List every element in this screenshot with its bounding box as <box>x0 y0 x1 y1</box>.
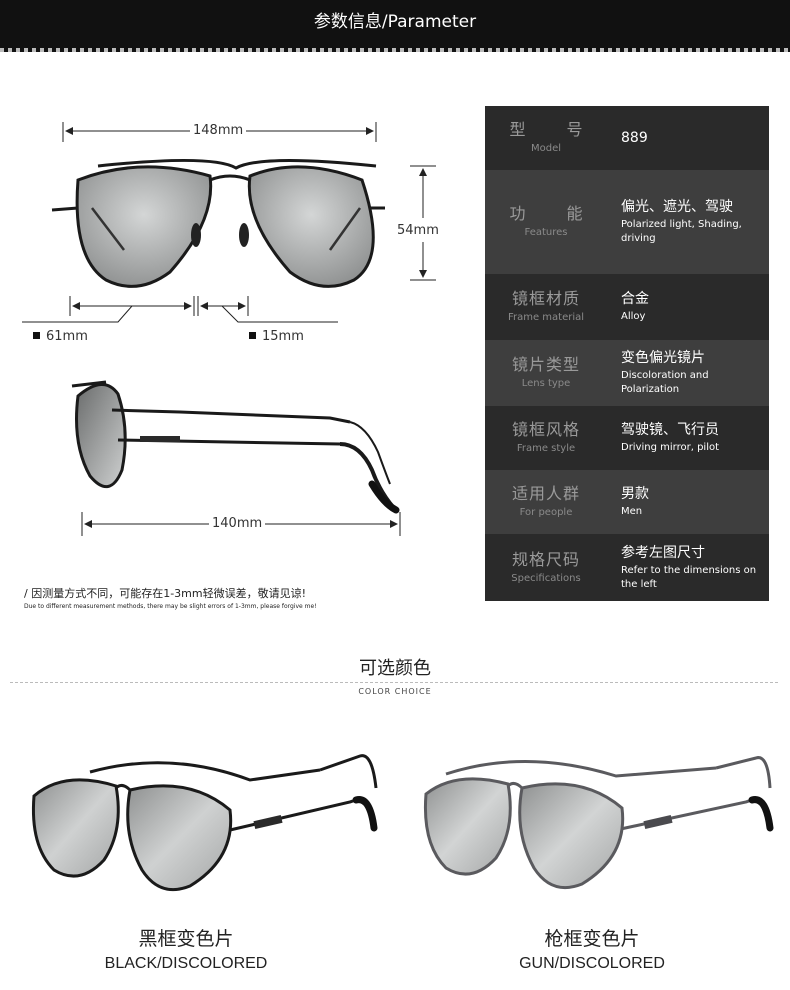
spec-label-en: Lens type <box>521 378 571 389</box>
spec-value-en: Polarized light, Shading, driving <box>621 219 742 244</box>
spec-value: 偏光、遮光、驾驶 <box>621 199 733 215</box>
spec-row-model: 型 号 Model 889 <box>485 106 769 170</box>
spec-row-lens-type: 镜片类型 Lens type 变色偏光镜片 Discoloration and Po… <box>485 340 769 406</box>
spec-row-for-people: 适用人群 For people 男款 Men <box>485 470 769 534</box>
spec-label-cn: 型 号 <box>509 120 601 139</box>
spec-value-en: Refer to the dimensions on the left <box>621 564 757 590</box>
spec-label-cn: 镜框材质 <box>511 289 580 308</box>
bullet-square-icon <box>33 332 40 339</box>
spec-value: 参考左图尺寸 <box>621 544 705 561</box>
side-view-glasses <box>71 380 400 514</box>
temple-label: 140mm <box>209 516 266 532</box>
bridge-leader <box>221 305 338 323</box>
lens-width-value: 61mm <box>46 329 88 344</box>
spec-label-en: Frame material <box>507 312 585 323</box>
spec-value-en: Driving mirror, pilot <box>621 442 720 453</box>
width-label: 148mm <box>190 123 247 139</box>
spec-label-en: Specifications <box>511 572 581 584</box>
color-choice-divider <box>10 682 778 683</box>
spec-value: 合金 <box>621 291 649 307</box>
spec-row-specifications: 规格尺码 Specifications 参考左图尺寸 Refer to the di… <box>485 534 769 601</box>
spec-value: 889 <box>621 130 648 146</box>
spec-value: 变色偏光镜片 <box>621 350 705 366</box>
spec-label-en: Features <box>524 227 568 238</box>
spec-table: 型 号 Model 889 功 能 Features 偏光、遮光、驾驶 Polariz… <box>485 106 769 601</box>
gun-glasses-icon <box>423 756 774 889</box>
color-choice-title: 可选颜色 <box>359 658 431 679</box>
variant-gun-label-en: GUN/DISCOLORED <box>519 955 665 972</box>
spec-value: 男款 <box>621 486 649 502</box>
bullet-square-icon <box>249 332 256 339</box>
bridge-value: 15mm <box>262 329 304 344</box>
glasses-dimension-svg <box>22 122 436 536</box>
spec-label-cn: 镜框风格 <box>511 420 580 439</box>
variant-gun-image[interactable] <box>416 730 776 900</box>
spec-label-cn: 规格尺码 <box>511 549 580 569</box>
front-view-glasses <box>51 159 385 288</box>
spec-label-en: Model <box>530 143 562 154</box>
spec-label-cn: 适用人群 <box>511 484 580 503</box>
variant-black-label-cn: 黑框变色片 <box>138 928 234 950</box>
spec-value-en: Men <box>621 506 643 517</box>
bridge-label: 15mm <box>246 329 307 345</box>
spec-value: 驾驶镜、飞行员 <box>621 422 719 438</box>
spec-label-en: For people <box>519 507 573 518</box>
dimension-drawing: 148mm 54mm 61mm 15mm 140mm <box>0 100 470 540</box>
variant-black-image[interactable] <box>20 730 380 900</box>
spec-row-frame-style: 镜框风格 Frame style 驾驶镜、飞行员 Driving mirror, p… <box>485 406 769 470</box>
lens-leader <box>22 305 133 323</box>
color-choice-subtitle: COLOR CHOICE <box>358 687 432 696</box>
lens-width-label: 61mm <box>30 329 91 345</box>
black-glasses-icon <box>31 754 378 891</box>
spec-value-en: Alloy <box>621 311 646 322</box>
variant-black-label-en: BLACK/DISCOLORED <box>104 955 268 972</box>
measurement-note-en: Due to different measurement methods, th… <box>24 603 317 610</box>
variant-gun-label-cn: 枪框变色片 <box>544 928 640 950</box>
spec-label-cn: 镜片类型 <box>511 355 580 374</box>
spec-value-en: Discoloration and Polarization <box>621 370 709 395</box>
spec-label-cn: 功 能 <box>509 204 601 223</box>
header-dashed-border <box>0 48 790 52</box>
measurement-note-cn: / 因测量方式不同，可能存在1-3mm轻微误差，敬请见谅! <box>24 587 307 600</box>
spec-row-frame-material: 镜框材质 Frame material 合金 Alloy <box>485 274 769 340</box>
header-bar <box>0 0 790 52</box>
spec-label-en: Frame style <box>516 443 576 454</box>
page-title: 参数信息/Parameter <box>313 12 477 32</box>
height-label: 54mm <box>394 223 442 239</box>
spec-row-features: 功 能 Features 偏光、遮光、驾驶 Polarized light, Sha… <box>485 170 769 274</box>
